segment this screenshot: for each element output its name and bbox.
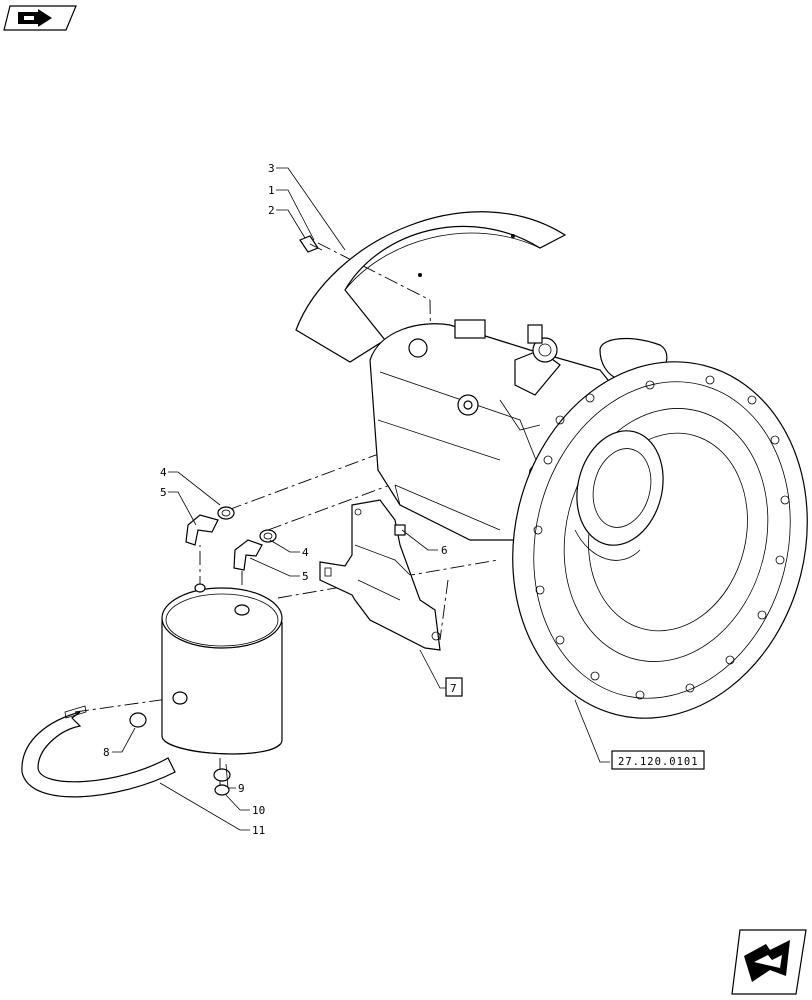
callout-2: 2 <box>268 204 275 217</box>
fender-shield <box>295 211 567 363</box>
axle-housing <box>369 319 808 719</box>
elbow-fitting-upper <box>185 506 235 546</box>
callout-4-lower: 4 <box>302 546 309 559</box>
callout-4-upper: 4 <box>160 466 167 479</box>
callout-3: 3 <box>268 162 275 175</box>
mounting-bracket <box>319 499 441 651</box>
drain-valve <box>213 768 231 796</box>
callout-1: 1 <box>268 184 275 197</box>
mounting-strap <box>21 705 176 798</box>
air-tank <box>161 583 283 755</box>
drain-plug <box>129 712 147 728</box>
callout-10: 10 <box>252 804 265 817</box>
callout-5-upper: 5 <box>160 486 167 499</box>
elbow-fitting-lower <box>233 529 277 571</box>
callout-7-box <box>445 677 463 697</box>
callout-11: 11 <box>252 824 265 837</box>
reference-label[interactable]: 27.120.0101 <box>618 756 699 768</box>
callout-5-lower: 5 <box>302 570 309 583</box>
next-arrow-icon[interactable] <box>731 929 807 995</box>
callout-7: 7 <box>450 682 457 695</box>
callout-9: 9 <box>238 782 245 795</box>
callout-6: 6 <box>441 544 448 557</box>
back-arrow-icon[interactable] <box>3 5 77 31</box>
screw-part <box>299 235 323 253</box>
callout-8: 8 <box>103 746 110 759</box>
leader-lines <box>112 167 610 831</box>
reference-box[interactable] <box>611 750 705 770</box>
